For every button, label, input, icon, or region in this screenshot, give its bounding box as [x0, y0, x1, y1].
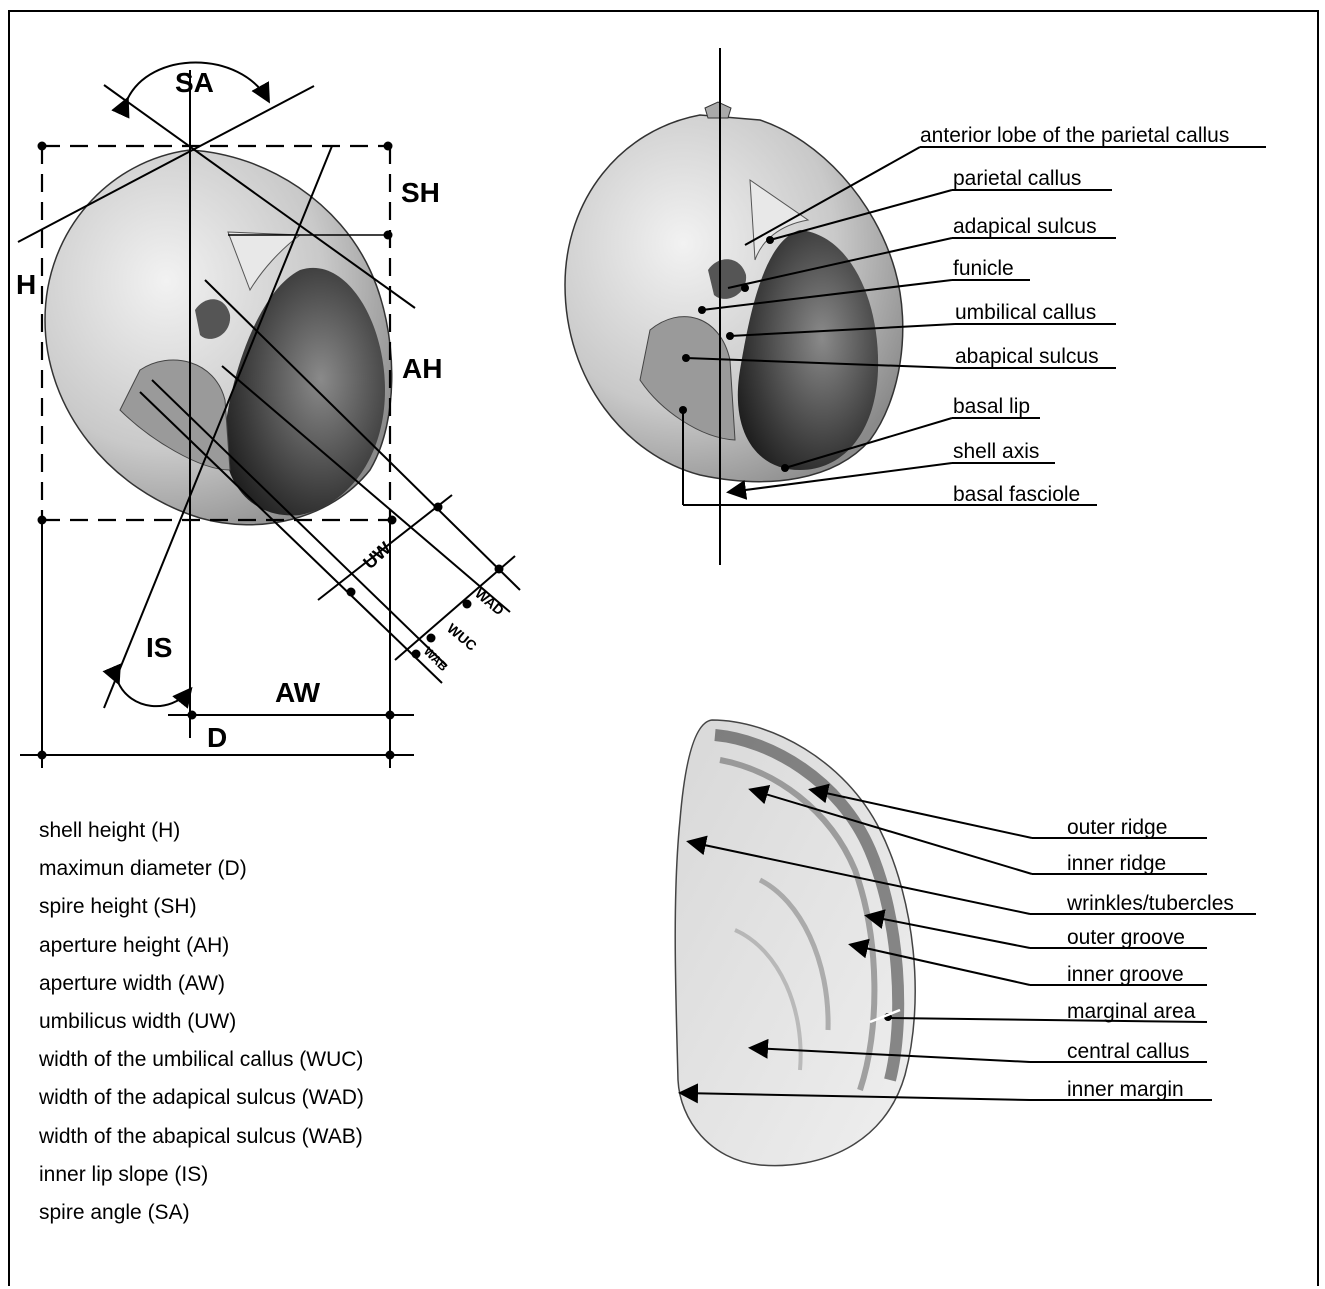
- legend-item: width of the adapical sulcus (WAD): [39, 1079, 364, 1117]
- label-central-callus: central callus: [1067, 1040, 1190, 1063]
- legend-item: maximun diameter (D): [39, 850, 364, 888]
- label-wrinkles-tubercles: wrinkles/tubercles: [1066, 892, 1234, 915]
- legend-item: width of the abapical sulcus (WAB): [39, 1118, 364, 1156]
- label-wad: WAD: [472, 585, 507, 618]
- label-inner-margin: inner margin: [1067, 1078, 1184, 1101]
- label-inner-ridge: inner ridge: [1067, 852, 1166, 875]
- label-abapical-sulcus: abapical sulcus: [955, 345, 1099, 368]
- label-wab: WAB: [421, 644, 451, 674]
- label-outer-ridge: outer ridge: [1067, 816, 1167, 839]
- measurement-diagram: SA SH H AH UW WAD WUC WAB IS AW D: [16, 63, 520, 769]
- legend-item: umbilicus width (UW): [39, 1003, 364, 1041]
- label-funicle: funicle: [953, 257, 1014, 280]
- label-is: IS: [146, 632, 172, 663]
- label-adapical-sulcus: adapical sulcus: [953, 215, 1097, 238]
- annotated-shell: anterior lobe of the parietal callus par…: [565, 48, 1266, 565]
- label-shell-axis: shell axis: [953, 440, 1039, 463]
- label-basal-lip: basal lip: [953, 395, 1030, 418]
- label-h: H: [16, 269, 36, 300]
- legend-item: aperture width (AW): [39, 965, 364, 1003]
- label-inner-groove: inner groove: [1067, 963, 1184, 986]
- label-basal-fasciole: basal fasciole: [953, 483, 1080, 506]
- label-d: D: [207, 722, 227, 753]
- legend-item: spire height (SH): [39, 888, 364, 926]
- legend-item: inner lip slope (IS): [39, 1156, 364, 1194]
- abbreviation-legend: shell height (H) maximun diameter (D) sp…: [39, 812, 364, 1232]
- label-outer-groove: outer groove: [1067, 926, 1185, 949]
- label-sa: SA: [175, 67, 214, 98]
- label-marginal-area: marginal area: [1067, 1000, 1196, 1023]
- label-anterior-lobe: anterior lobe of the parietal callus: [920, 124, 1229, 147]
- legend-item: spire angle (SA): [39, 1194, 364, 1232]
- legend-item: aperture height (AH): [39, 927, 364, 965]
- label-aw: AW: [275, 677, 321, 708]
- label-wuc: WUC: [444, 620, 480, 654]
- label-ah: AH: [402, 353, 442, 384]
- operculum: outer ridge inner ridge wrinkles/tubercl…: [675, 720, 1256, 1166]
- label-umbilical-callus: umbilical callus: [955, 301, 1096, 324]
- legend-item: shell height (H): [39, 812, 364, 850]
- label-sh: SH: [401, 177, 440, 208]
- label-parietal-callus: parietal callus: [953, 167, 1081, 190]
- legend-item: width of the umbilical callus (WUC): [39, 1041, 364, 1079]
